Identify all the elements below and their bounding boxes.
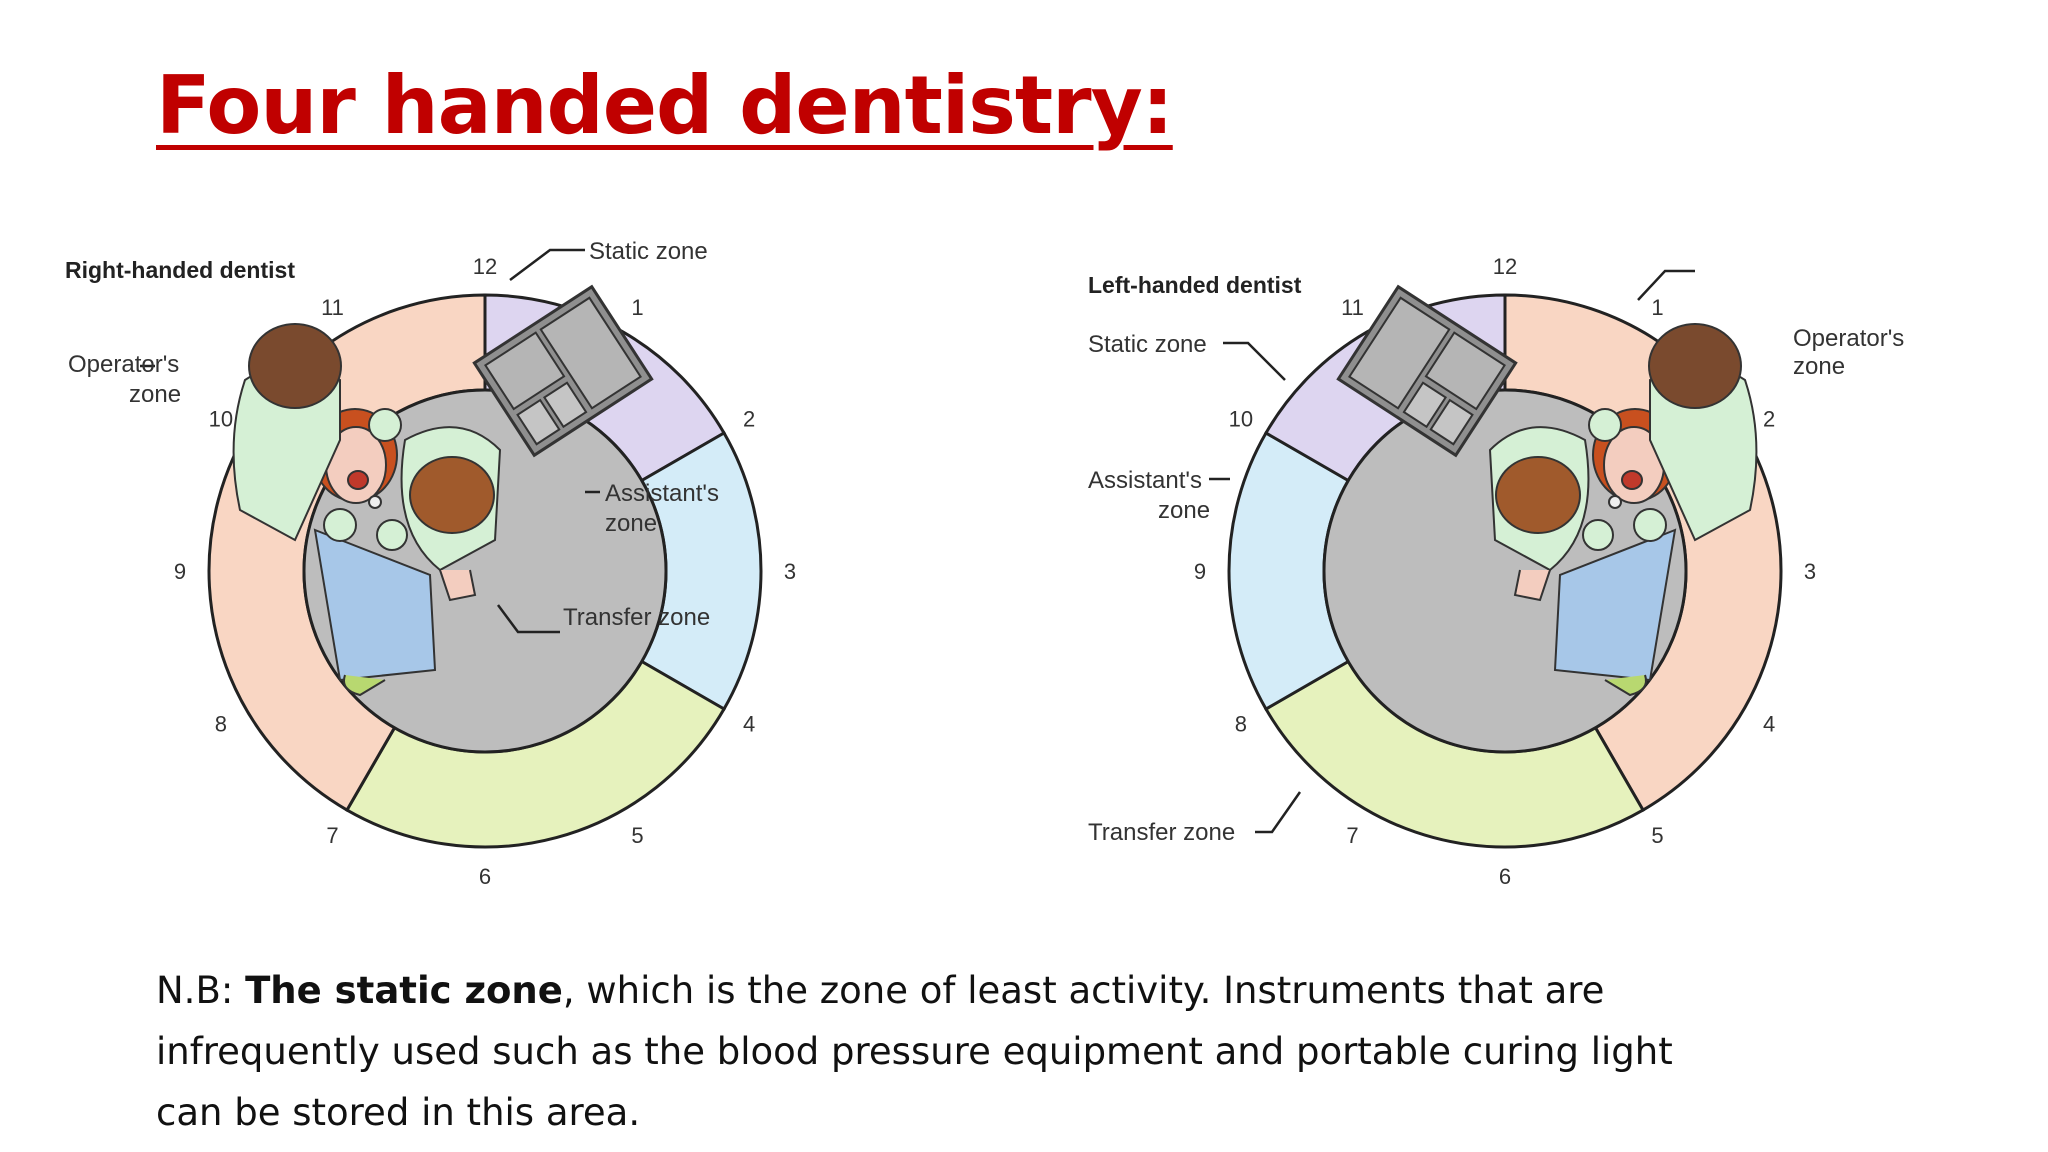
callout-lines: [1209, 269, 1695, 834]
note-prefix: N.B:: [156, 969, 246, 1012]
clock-number: 9: [1194, 559, 1206, 584]
clock-number: 6: [479, 864, 491, 889]
dental-scene-illustration: [232, 284, 654, 697]
operator-zone-label-2: zone: [129, 381, 181, 408]
operator-zone-label: Operator's: [68, 351, 179, 378]
diagram-heading: Right-handed dentist: [65, 257, 295, 283]
clock-number: 4: [743, 712, 755, 737]
assistant-zone-label: Assistant's: [605, 480, 719, 507]
clock-number: 8: [1235, 712, 1247, 737]
clock-number: 1: [1651, 295, 1663, 320]
clock-number: 11: [321, 295, 344, 320]
static-zone-label: Static zone: [1088, 331, 1207, 358]
clock-number: 3: [784, 559, 796, 584]
callout-lines: [140, 248, 600, 634]
note-paragraph: N.B: The static zone, which is the zone …: [156, 960, 1716, 1143]
slide-title: Four handed dentistry:: [156, 59, 1174, 152]
static-zone-label: Static zone: [589, 240, 708, 265]
operator-zone-label: Operator's: [1793, 325, 1904, 352]
assistant-figure: [1488, 426, 1614, 602]
note-body: , which is the zone of least activity. I…: [156, 969, 1673, 1134]
operator-figure: [232, 323, 402, 542]
assistant-zone-label-2: zone: [1158, 497, 1210, 524]
diagram-heading: Left-handed dentist: [1088, 272, 1302, 298]
transfer-zone-label: Transfer zone: [563, 604, 710, 631]
clock-number: 11: [1341, 295, 1364, 320]
clock-number: 2: [743, 407, 755, 432]
clock-number: 12: [1493, 254, 1517, 279]
clock-number: 5: [1651, 823, 1663, 848]
clock-number: 1: [631, 295, 643, 320]
clock-number: 12: [473, 254, 497, 279]
clock-number: 7: [326, 823, 338, 848]
clock-number: 2: [1763, 407, 1775, 432]
instrument-tray: [472, 284, 654, 458]
clock-number: 3: [1804, 559, 1816, 584]
note-bold-term: The static zone: [245, 969, 563, 1012]
clock-number: 7: [1346, 823, 1358, 848]
clock-number: 10: [1229, 407, 1253, 432]
clock-number: 4: [1763, 712, 1775, 737]
clock-number: 5: [631, 823, 643, 848]
assistant-zone-label-2: zone: [605, 510, 657, 537]
dental-scene-illustration: [1336, 284, 1758, 697]
clock-number: 6: [1499, 864, 1511, 889]
assistant-zone-label: Assistant's: [1088, 467, 1202, 494]
assistant-figure: [376, 426, 502, 602]
transfer-zone-label: Transfer zone: [1088, 819, 1235, 846]
instrument-tray: [1336, 284, 1518, 458]
operator-zone-label-2: zone: [1793, 353, 1845, 380]
clock-number: 8: [215, 712, 227, 737]
clock-number: 9: [174, 559, 186, 584]
clock-number: 10: [209, 407, 233, 432]
operator-figure: [1588, 323, 1758, 542]
